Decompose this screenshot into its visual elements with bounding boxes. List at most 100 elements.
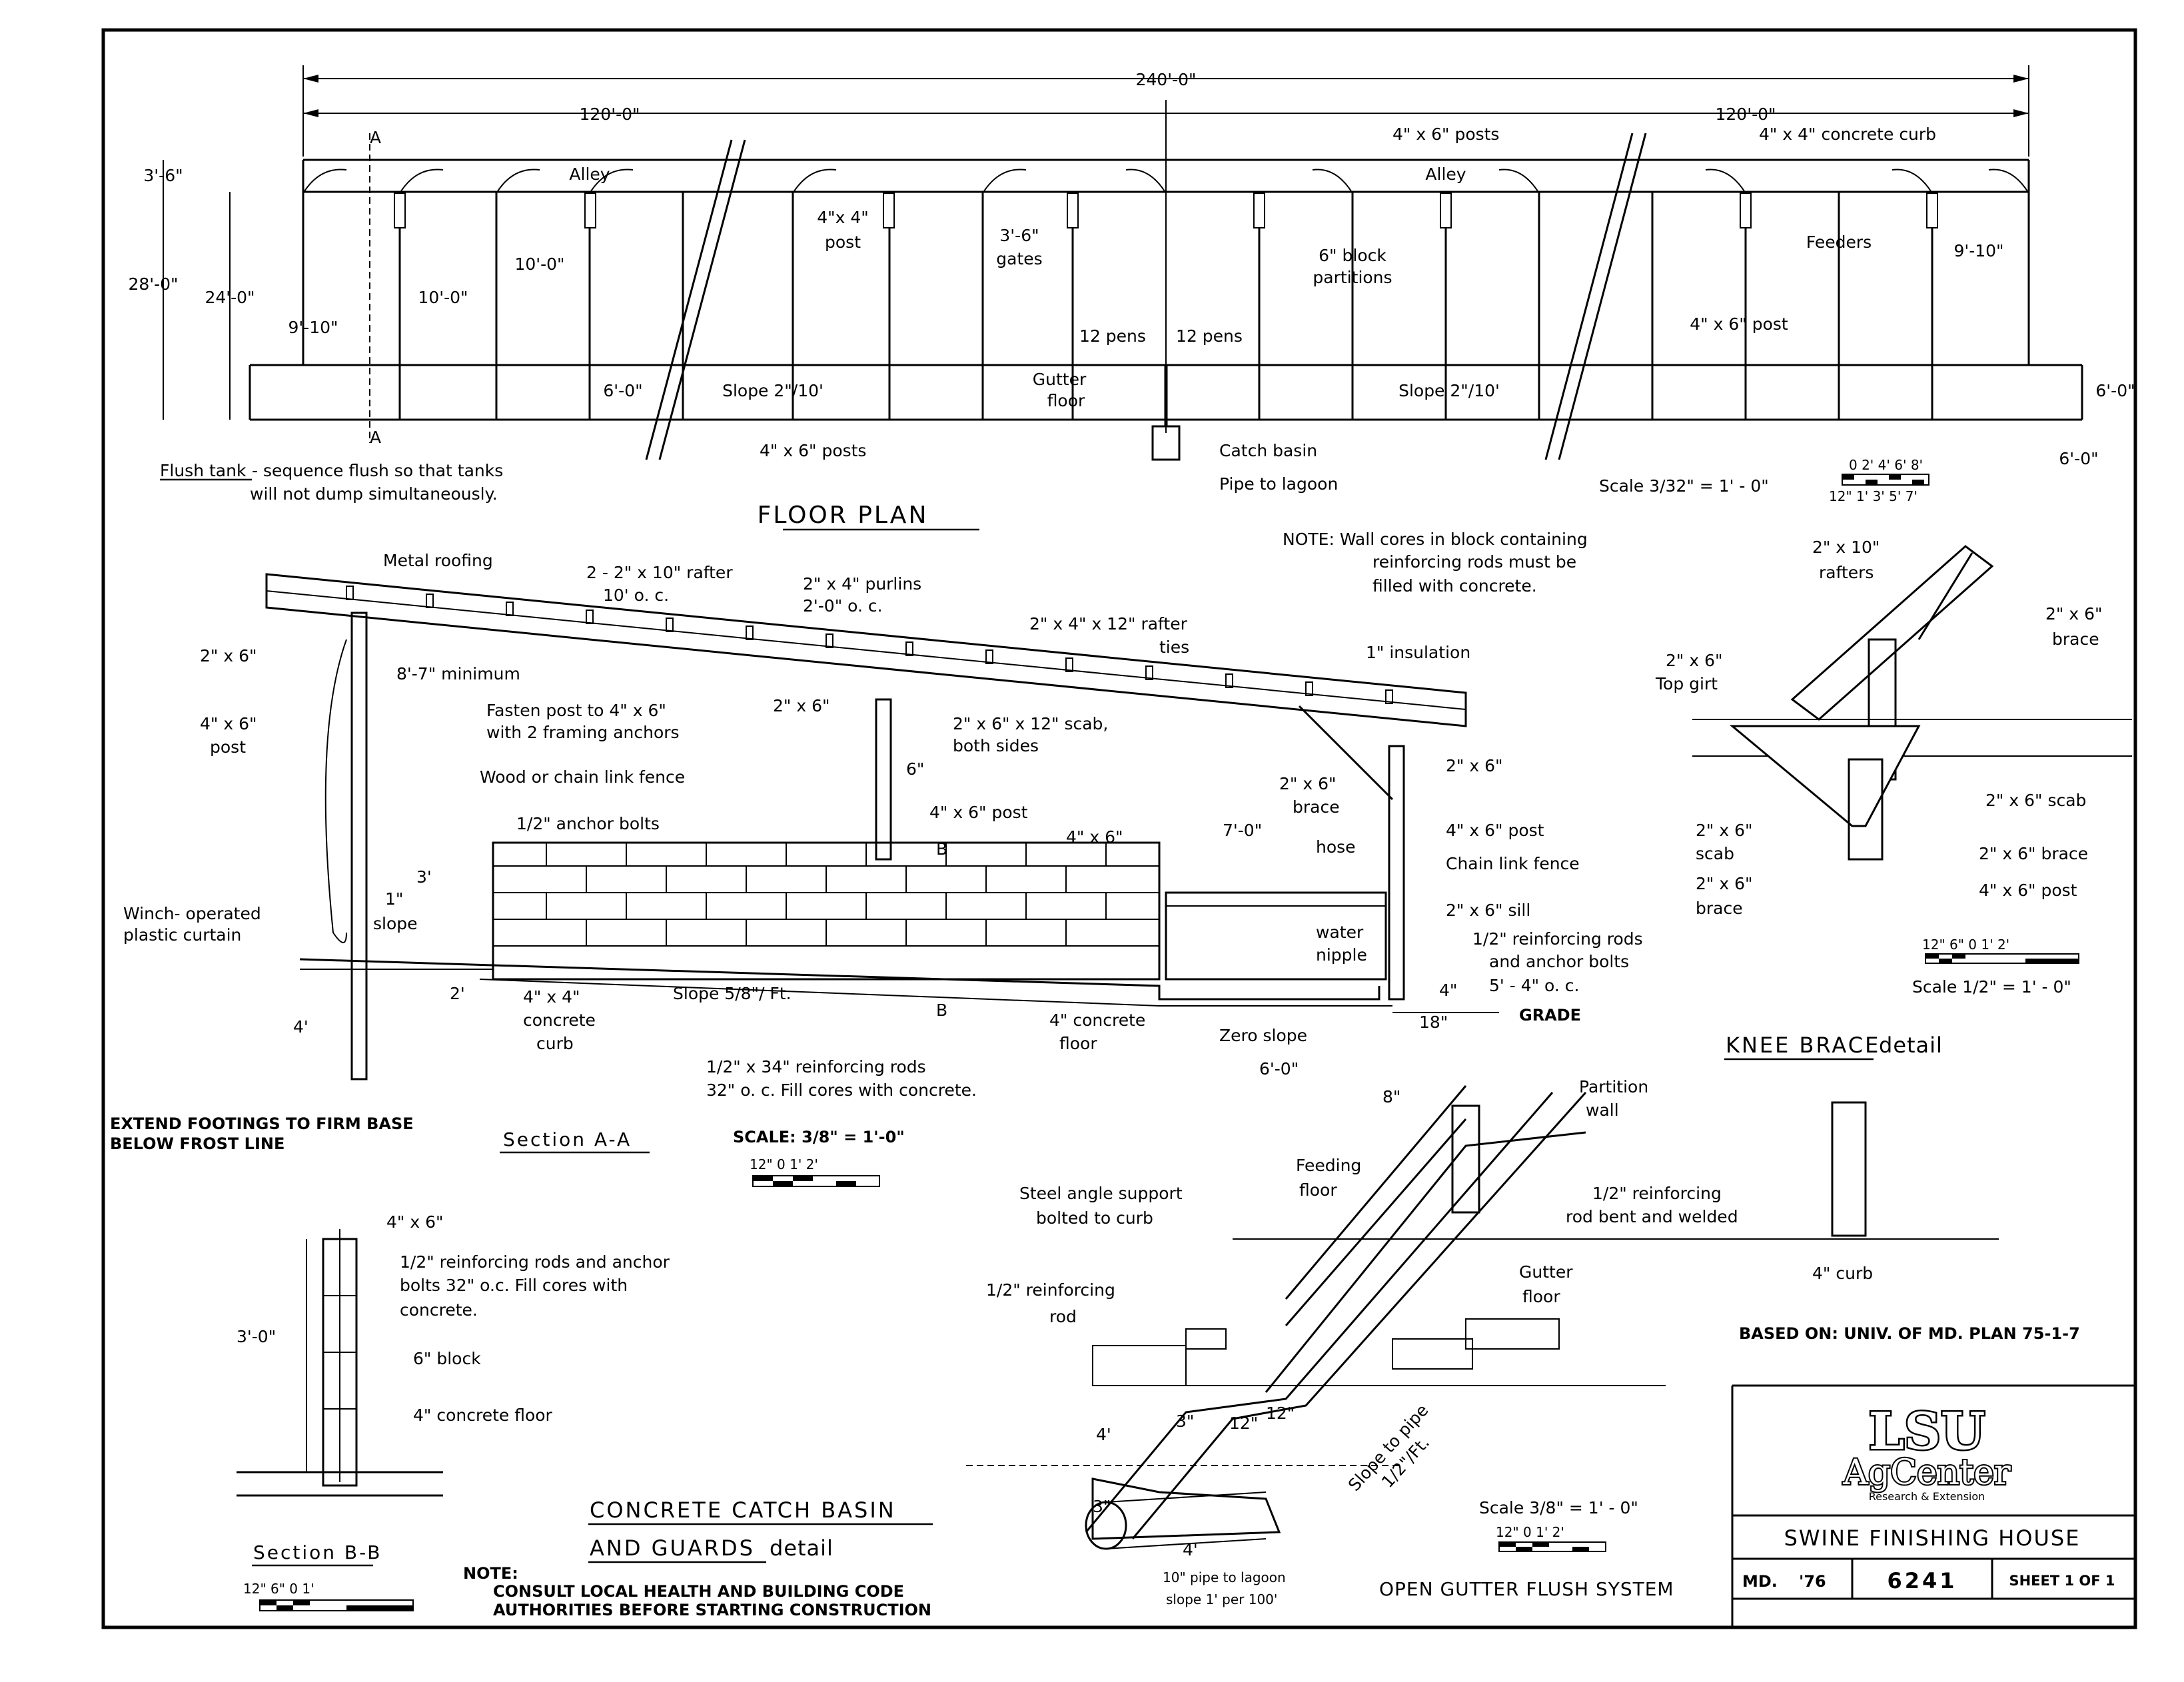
wall-cores-note-3: filled with concrete.	[1372, 576, 1537, 596]
right-2x6-label: 2" x 6"	[1446, 756, 1503, 775]
flush-tank-label: Flush tank	[160, 461, 247, 480]
wall-cores-note-1: NOTE: Wall cores in block containing	[1283, 530, 1588, 549]
zero-slope-label: Zero slope	[1219, 1026, 1307, 1045]
kb-post-right-label: 4" x 6" post	[1979, 881, 2077, 900]
cb-title-main: AND GUARDS	[590, 1535, 755, 1561]
dim-7-0-label: 7'-0"	[1223, 821, 1262, 840]
left-post-label-1: 4" x 6"	[200, 714, 257, 733]
kb-brace-left-label-1: 2" x 6"	[1696, 874, 1753, 893]
alley-left-label: Alley	[569, 165, 610, 184]
kb-brace-top-label-1: 2" x 6"	[2045, 604, 2103, 624]
bb-rods-label-1: 1/2" reinforcing rods and anchor	[400, 1252, 670, 1272]
gates-label-1: 3'-6"	[999, 226, 1039, 245]
left-2x6-label: 2" x 6"	[200, 646, 257, 665]
based-on-label: BASED ON: UNIV. OF MD. PLAN 75-1-7	[1739, 1324, 2080, 1343]
slope-label: slope	[373, 914, 418, 933]
kb-scale-ticks: 12" 6" 0 1' 2'	[1922, 937, 2009, 953]
cb-angle-label-2: bolted to curb	[1036, 1208, 1153, 1228]
kb-scale-text: Scale 1/2" = 1' - 0"	[1912, 977, 2071, 997]
code-note-line-2: AUTHORITIES BEFORE STARTING CONSTRUCTION	[493, 1601, 931, 1619]
cb-feeding-label-2: floor	[1299, 1180, 1337, 1200]
kb-brace-left-label-2: brace	[1696, 899, 1743, 918]
code-note-line-1: CONSULT LOCAL HEALTH AND BUILDING CODE	[493, 1582, 904, 1601]
cb-partition-label-1: Partition	[1579, 1077, 1648, 1096]
reinforcing-rods-label-2: and anchor bolts	[1489, 952, 1629, 971]
cb-partition-label-2: wall	[1586, 1100, 1619, 1120]
anchor-bolts-label: 1/2" anchor bolts	[516, 814, 660, 833]
cb-angle-label-1: Steel angle support	[1019, 1184, 1183, 1203]
rafter-ties-label-2: ties	[1159, 637, 1189, 657]
metal-roofing-label: Metal roofing	[383, 551, 493, 570]
rafter-ties-label-1: 2" x 4" x 12" rafter	[1029, 614, 1188, 633]
concrete-floor-label-2: floor	[1059, 1034, 1097, 1053]
kb-rafters-label-1: 2" x 10"	[1812, 538, 1880, 557]
feeders-label: Feeders	[1806, 232, 1872, 252]
water-label: water	[1316, 923, 1364, 942]
slope-left-label: Slope 2"/10'	[722, 381, 823, 400]
dim-6in-label: 6"	[906, 759, 924, 779]
kb-scab-left-label-2: scab	[1696, 844, 1734, 863]
block-partitions-label-2: partitions	[1313, 268, 1392, 287]
mid-2x6-label: 2" x 6"	[773, 696, 830, 715]
state-label: MD.	[1742, 1572, 1778, 1591]
curtain-label-2: plastic curtain	[123, 925, 241, 945]
dim-4in-label: 4"	[1439, 981, 1457, 1000]
bb-dim-3-0: 3'-0"	[237, 1327, 276, 1346]
logo-lsu-text: LSU	[1869, 1402, 1985, 1461]
code-note-head: NOTE:	[463, 1564, 518, 1583]
concrete-floor-label-1: 4" concrete	[1049, 1011, 1145, 1030]
purlins-label-2: 2'-0" o. c.	[803, 596, 883, 616]
lsu-agcenter-logo	[1839, 1399, 2015, 1502]
gutter-floor-label-1: Gutter	[1033, 370, 1087, 389]
kb-rafters-label-2: rafters	[1819, 563, 1874, 582]
dim-6-0-label: 6'-0"	[1259, 1059, 1299, 1078]
sheet-label: SHEET 1 OF 1	[2009, 1573, 2115, 1589]
reinforcing-34-label-2: 32" o. c. Fill cores with concrete.	[706, 1080, 977, 1100]
drawing-title: SWINE FINISHING HOUSE	[1784, 1525, 2081, 1551]
rafter-label-1: 2 - 2" x 10" rafter	[586, 563, 733, 582]
slope-58-label: Slope 5/8"/ Ft.	[673, 984, 792, 1003]
dim-6-0-right-bottom: 6'-0"	[2059, 449, 2098, 468]
kb-brace-top-label-2: brace	[2052, 630, 2099, 649]
cb-bent-rod-label-1: 1/2" reinforcing	[1592, 1184, 1722, 1203]
dim-6-0-left: 6'-0"	[603, 381, 642, 400]
section-aa-scale-ticks: 12" 0 1' 2'	[750, 1156, 818, 1172]
posts-4x6-bottom-label: 4" x 6" posts	[760, 441, 866, 460]
section-b-mark-top: B	[936, 839, 947, 859]
section-bb-title: Section B-B	[253, 1541, 382, 1563]
cb-dim-12a: 12"	[1229, 1414, 1258, 1433]
fasten-post-label-1: Fasten post to 4" x 6"	[486, 701, 666, 720]
cb-scale-text: Scale 3/8" = 1' - 0"	[1479, 1498, 1638, 1517]
section-b-mark-bottom: B	[936, 1001, 947, 1020]
title-block: BASED ON: UNIV. OF MD. PLAN 75-1-7 LSU A…	[1731, 1324, 2135, 1627]
chain-link-label: Chain link fence	[1446, 854, 1580, 873]
cb-pipe-label-1: 10" pipe to lagoon	[1163, 1569, 1286, 1585]
section-aa-scale-text: SCALE: 3/8" = 1'-0"	[733, 1128, 905, 1146]
dim-10-0-b: 10'-0"	[514, 254, 564, 274]
reinforcing-rods-label-1: 1/2" reinforcing rods	[1472, 929, 1643, 949]
kb-girt-label-2: Top girt	[1655, 674, 1718, 693]
floor-plan: 240'-0" 120'-0" 120'-0"	[128, 65, 2135, 531]
floor-plan-scale-bottom-ticks: 12" 1' 3' 5' 7'	[1829, 488, 1917, 504]
footing-note-1: EXTEND FOOTINGS TO FIRM BASE	[110, 1114, 414, 1133]
brace-label-1: 2" x 6"	[1279, 774, 1337, 793]
reinforcing-rods-label-3: 5' - 4" o. c.	[1489, 976, 1580, 995]
right-post-label: 4" x 6" post	[1446, 821, 1544, 840]
left-post-label-2: post	[210, 737, 246, 757]
kb-girt-label-1: 2" x 6"	[1666, 651, 1723, 670]
cb-rod-label-2: rod	[1049, 1307, 1077, 1326]
post-4x4-label-2: post	[825, 232, 861, 252]
wall-4x6-label: 4" x 6"	[1066, 827, 1123, 847]
section-b-b: 4" x 6" 1/2" reinforcing rods and anchor…	[237, 1212, 670, 1611]
cb-dim-3a: 3"	[1176, 1412, 1194, 1431]
block-partitions-label-1: 6" block	[1319, 246, 1386, 265]
flush-tank-note-1: - sequence flush so that tanks	[252, 461, 503, 480]
fasten-post-label-2: with 2 framing anchors	[486, 723, 680, 742]
cb-gutter-label-1: Gutter	[1519, 1262, 1573, 1282]
dim-6-0-right-top: 6'-0"	[2095, 381, 2135, 400]
dim-9-10-right: 9'-10"	[1953, 241, 2003, 260]
overall-length-dim: 240'-0"	[1135, 70, 1196, 89]
sheet-border	[101, 28, 2137, 1629]
reinforcing-34-label-1: 1/2" x 34" reinforcing rods	[706, 1057, 926, 1076]
